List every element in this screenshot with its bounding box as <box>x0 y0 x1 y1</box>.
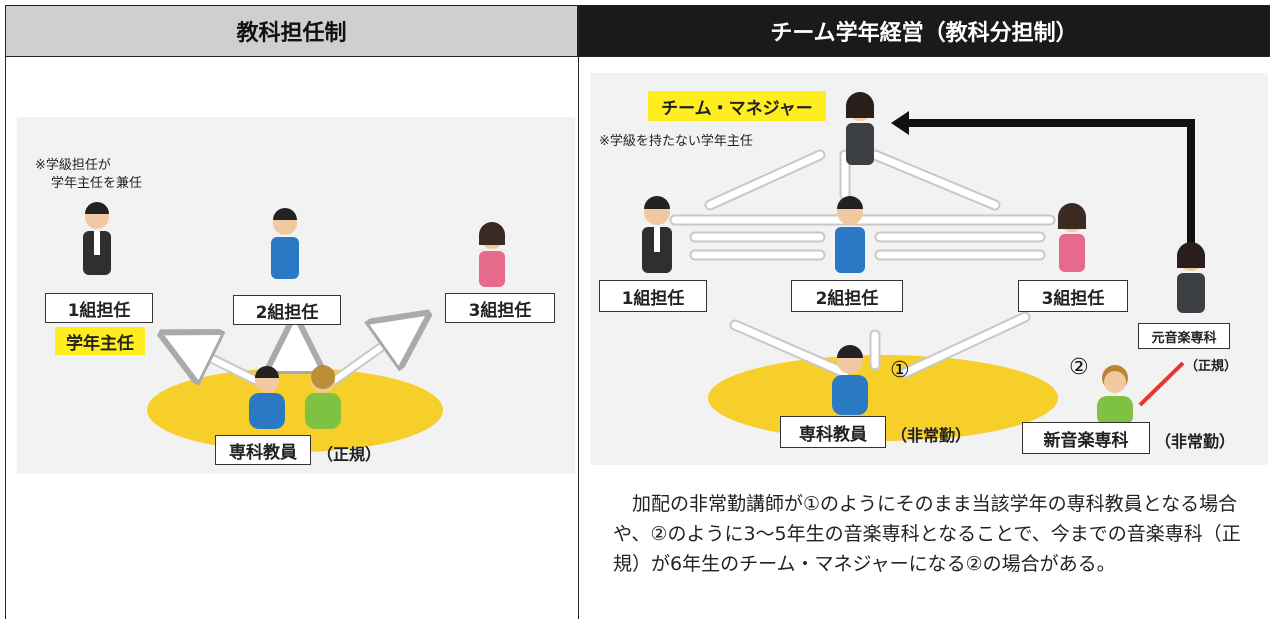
former-music-paren: （正規） <box>1185 359 1238 374</box>
former-music-label: 元音楽専科 <box>1138 323 1230 349</box>
left-specialist-1 <box>249 366 285 429</box>
right-teacher-1 <box>642 196 672 273</box>
manager-note: ※学級を持たない学年主任 <box>599 134 753 149</box>
left-specialist-2 <box>305 365 341 429</box>
right-class2-label: 2組担任 <box>791 280 903 312</box>
manager-label: チーム・マネジャー <box>648 91 826 121</box>
right-teacher-3 <box>1058 203 1086 272</box>
new-music-label: 新音楽専科 <box>1022 422 1150 454</box>
left-specialist-paren: （正規） <box>317 445 382 464</box>
marker-2: ② <box>1069 355 1089 380</box>
left-note-line1: ※学級担任が <box>35 158 111 173</box>
manager-figure <box>846 92 874 165</box>
left-teacher-2 <box>271 208 299 279</box>
specialist-figure <box>832 345 868 415</box>
marker-1: ① <box>890 358 910 383</box>
description-text: 加配の非常勤講師が①のようにそのまま当該学年の専科教員となる場合や、②のように3… <box>613 493 1241 575</box>
left-yellow-ellipse <box>147 368 443 452</box>
right-specialist-paren: （非常勤） <box>891 426 972 445</box>
new-music-paren: （非常勤） <box>1155 432 1236 451</box>
left-border <box>5 57 6 619</box>
right-specialist-label: 専科教員 <box>780 416 886 448</box>
new-music-figure <box>1097 365 1133 426</box>
former-music-figure <box>1177 242 1205 313</box>
left-head-teacher-label: 学年主任 <box>55 327 145 355</box>
frame: 教科担任制 チーム学年経営（教科分担制） <box>5 5 1270 619</box>
right-class3-label: 3組担任 <box>1018 280 1128 312</box>
right-teacher-2 <box>835 196 865 273</box>
left-header: 教科担任制 <box>5 5 578 57</box>
left-class3-label: 3組担任 <box>445 293 555 323</box>
middle-divider <box>578 57 579 619</box>
red-line <box>1138 361 1185 407</box>
right-header: チーム学年経営（教科分担制） <box>578 5 1270 57</box>
left-teacher-3 <box>479 222 505 287</box>
left-teacher-1 <box>83 202 111 275</box>
black-arrow <box>905 119 1195 245</box>
left-class1-label: 1組担任 <box>45 293 153 323</box>
left-class2-label: 2組担任 <box>233 295 341 325</box>
left-note-line2: 学年主任を兼任 <box>51 176 143 191</box>
left-specialist-label: 専科教員 <box>215 435 311 465</box>
right-class1-label: 1組担任 <box>599 280 707 312</box>
left-note: ※学級担任が 学年主任を兼任 <box>35 157 142 193</box>
black-arrow-head <box>891 111 909 135</box>
description-paragraph: 加配の非常勤講師が①のようにそのまま当該学年の専科教員となる場合や、②のように3… <box>613 489 1261 579</box>
